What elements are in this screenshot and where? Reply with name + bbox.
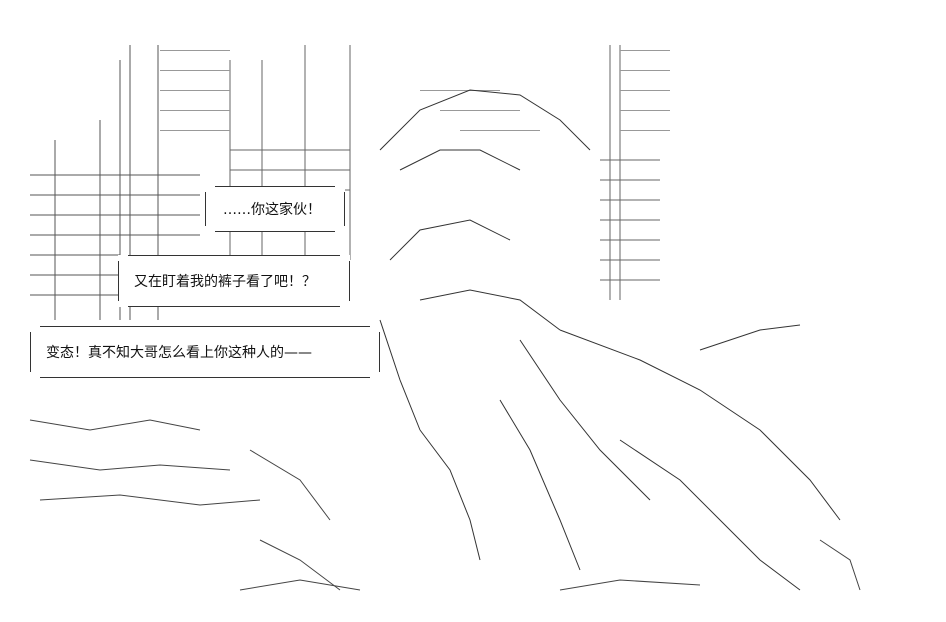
bubble-bottom-border xyxy=(40,377,370,378)
bubble-top-border xyxy=(128,255,340,256)
bubble-left-border xyxy=(118,261,127,301)
bubble-top-border xyxy=(215,186,335,187)
bubble-top-border xyxy=(40,326,370,327)
character-figure xyxy=(379,89,841,591)
ground-strokes xyxy=(29,419,861,591)
bubble-left-border xyxy=(30,332,39,372)
bubble-bottom-border xyxy=(215,231,335,232)
bubble-right-border xyxy=(341,261,350,301)
speech-bubble-3: 变态！真不知大哥怎么看上你这种人的—— xyxy=(30,326,380,378)
building-left xyxy=(30,45,200,320)
bubble-right-border xyxy=(336,192,345,226)
building-right xyxy=(600,45,660,300)
dotted-texture xyxy=(160,50,670,131)
dialogue-line-2: 又在盯着我的裤子看了吧！？ xyxy=(134,274,316,290)
speech-bubble-1: ……你这家伙！ xyxy=(205,186,345,232)
bubble-bottom-border xyxy=(128,306,340,307)
dialogue-line-3: 变态！真不知大哥怎么看上你这种人的—— xyxy=(46,345,312,361)
bubble-right-border xyxy=(371,332,380,372)
bubble-left-border xyxy=(205,192,214,226)
dialogue-line-1: ……你这家伙！ xyxy=(223,202,321,218)
speech-bubble-2: 又在盯着我的裤子看了吧！？ xyxy=(118,255,350,307)
